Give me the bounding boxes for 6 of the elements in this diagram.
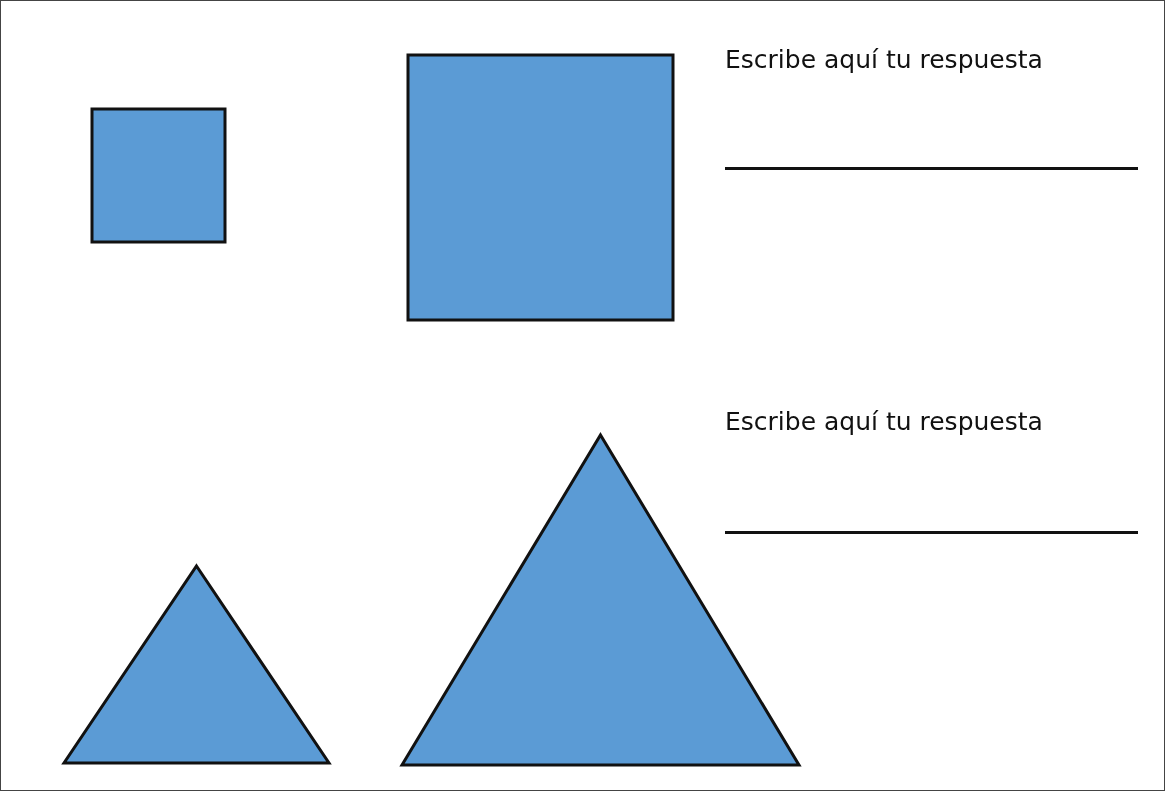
small-triangle	[64, 566, 329, 763]
large-square	[408, 55, 673, 320]
instruction-text: Escribe aquí tu respuesta	[725, 45, 1043, 74]
small-square	[92, 109, 225, 242]
instruction-text: Escribe aquí tu respuesta	[725, 407, 1043, 436]
large-triangle	[402, 435, 799, 765]
